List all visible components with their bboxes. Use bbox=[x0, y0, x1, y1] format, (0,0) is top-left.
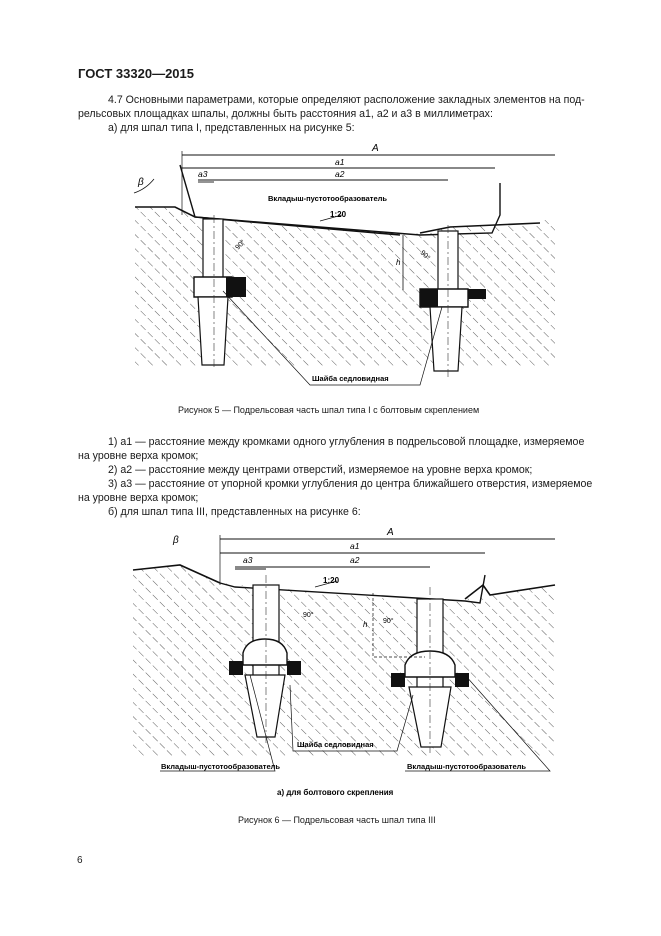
def-1-line1: 1) a1 — расстояние между кромками одного… bbox=[108, 436, 585, 448]
rail-seat-outline bbox=[219, 574, 486, 604]
label-a2: a2 bbox=[350, 555, 360, 565]
label-insert-left: Вкладыш-пустотообразователь bbox=[161, 762, 280, 771]
label-angle-right: 90° bbox=[383, 617, 394, 625]
label-A: A bbox=[386, 527, 394, 538]
item-b-text: б) для шпал типа III, представленных на … bbox=[108, 506, 361, 518]
label-h: h bbox=[363, 620, 368, 629]
label-a3: a3 bbox=[243, 555, 253, 565]
label-angle-left: 90° bbox=[303, 611, 314, 619]
figure-6-drawing: A a1 a2 a3 β 1:20 h 90° 90° Шайба седлов… bbox=[132, 527, 556, 797]
figure-6-caption: Рисунок 6 — Подрельсовая часть шпал типа… bbox=[238, 815, 436, 825]
figure-5-drawing: A a1 a2 a3 β Вкладыш-пустотообразователь… bbox=[133, 143, 555, 386]
item-a-text: а) для шпал типа I, представленных на ри… bbox=[108, 122, 355, 134]
label-washer: Шайба седловидная bbox=[297, 740, 374, 749]
def-1-line2: на уровне верха кромок; bbox=[78, 450, 199, 462]
def-3-line1: 3) a3 — расстояние от упорной кромки угл… bbox=[108, 478, 593, 490]
def-2: 2) a2 — расстояние между центрами отверс… bbox=[108, 464, 533, 476]
figure-5-caption: Рисунок 5 — Подрельсовая часть шпал типа… bbox=[178, 405, 480, 415]
label-insert-right: Вкладыш-пустотообразователь bbox=[407, 762, 526, 771]
section-intro-line2: рельсовых площадках шпалы, должны быть р… bbox=[78, 108, 493, 120]
label-h: h bbox=[396, 258, 401, 267]
label-beta: β bbox=[137, 177, 144, 188]
label-A: A bbox=[371, 143, 379, 154]
figure-6-subcaption: а) для болтового скрепления bbox=[277, 788, 394, 797]
sleeper-body-hatch bbox=[133, 565, 555, 757]
label-a2: a2 bbox=[335, 169, 345, 179]
label-beta: β bbox=[172, 535, 179, 546]
label-slope: 1:20 bbox=[323, 576, 340, 585]
label-a1: a1 bbox=[350, 541, 360, 551]
label-insert: Вкладыш-пустотообразователь bbox=[268, 194, 387, 203]
def-3-line2: на уровне верха кромок; bbox=[78, 492, 199, 504]
label-slope: 1:20 bbox=[330, 210, 347, 219]
label-a3: a3 bbox=[198, 169, 208, 179]
document-header: ГОСТ 33320—2015 bbox=[78, 66, 194, 81]
label-washer: Шайба седловидная bbox=[312, 374, 389, 383]
sleeper-top-edge bbox=[135, 206, 401, 236]
label-a1: a1 bbox=[335, 157, 345, 167]
section-intro-line1: 4.7 Основными параметрами, которые опред… bbox=[108, 94, 585, 106]
page-number: 6 bbox=[77, 855, 83, 866]
